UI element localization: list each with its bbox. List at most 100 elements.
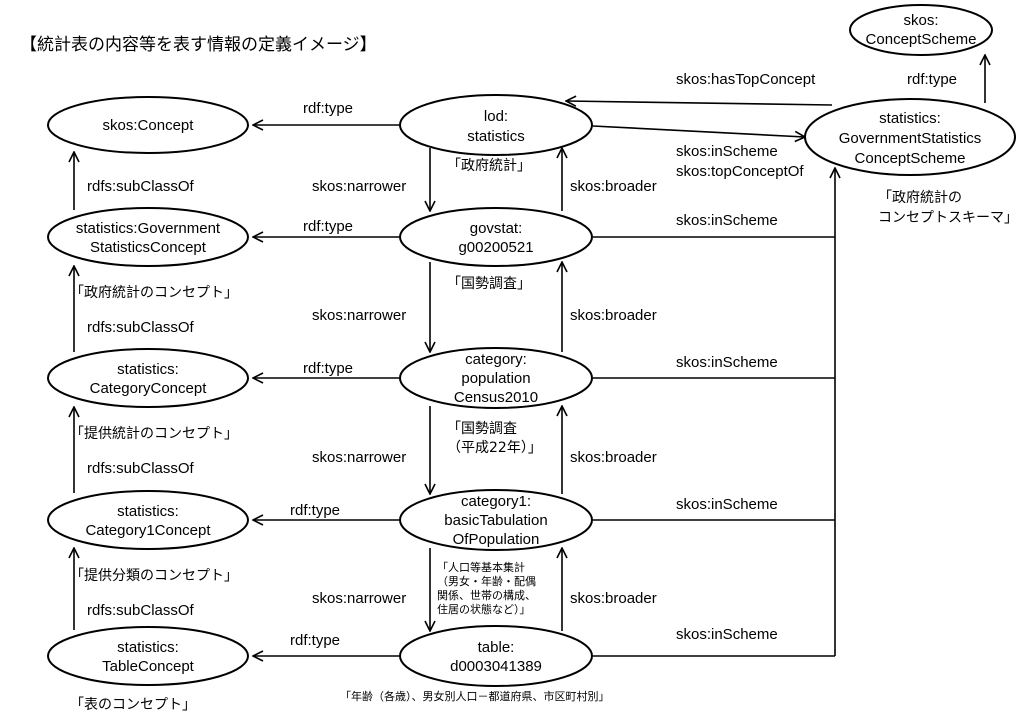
node-govstat xyxy=(399,207,593,267)
annotation-table: 「年齢（各歳）、男女別人口－都道府県、市区町村別」 xyxy=(340,689,610,703)
text-line: population xyxy=(461,370,530,387)
label-broader-2: skos:broader xyxy=(570,307,657,324)
label-subclass-1: rdfs:subClassOf xyxy=(87,178,195,195)
edge-labels: skos:hasTopConcept rdf:type skos:inSchem… xyxy=(87,71,957,649)
label-narrower-3: skos:narrower xyxy=(312,449,406,466)
annotation-category: 「国勢調査 （平成22年）」 xyxy=(447,421,542,456)
text-line: Category1Concept xyxy=(85,522,211,539)
node-skos-concept-scheme xyxy=(849,4,993,56)
node-category xyxy=(399,347,593,409)
node-label-lod-statistics: lod: statistics xyxy=(467,108,525,145)
node-label-skos-concept-scheme: skos: ConceptScheme xyxy=(866,12,977,48)
edge-in-scheme-top-concept-of xyxy=(592,125,805,137)
node-table-concept xyxy=(47,626,249,686)
text-line: statistics: xyxy=(879,110,941,127)
node-lod-statistics xyxy=(399,94,593,156)
annotation-govstat: 「国勢調査」 xyxy=(447,276,531,292)
text-line: table: xyxy=(478,639,515,656)
annotation-category1-concept: 「提供分類のコンセプト」 xyxy=(70,568,238,584)
text-line: govstat: xyxy=(470,220,523,237)
text-line: 「政府統計の xyxy=(878,190,962,206)
edge-has-top-concept xyxy=(566,101,833,105)
label-in-scheme-category1: skos:inScheme xyxy=(676,496,778,513)
edges xyxy=(74,55,985,656)
text-line: ConceptScheme xyxy=(855,150,966,167)
label-broader-4: skos:broader xyxy=(570,590,657,607)
text-line: statistics: xyxy=(117,503,179,520)
node-label-table-concept: statistics: TableConcept xyxy=(102,639,195,675)
text-line: lod: xyxy=(484,108,508,125)
annotations: 「政府統計」 「政府統計のコンセプトスキーマ」 「政府統計のコンセプト」 「国勢… xyxy=(70,158,1018,713)
annotation-table-concept: 「表のコンセプト」 xyxy=(70,697,196,713)
label-narrower-1: skos:narrower xyxy=(312,178,406,195)
text-line: Census2010 xyxy=(454,389,538,406)
label-subclass-3: rdfs:subClassOf xyxy=(87,460,195,477)
label-has-top-concept: skos:hasTopConcept xyxy=(676,71,816,88)
text-line: ConceptScheme xyxy=(866,31,977,48)
text-line: StatisticsConcept xyxy=(90,239,207,256)
label-subclass-4: rdfs:subClassOf xyxy=(87,602,195,619)
text-line: g00200521 xyxy=(458,239,533,256)
text-line: TableConcept xyxy=(102,658,195,675)
text-line: skos:inScheme xyxy=(676,143,778,160)
text-line: 「国勢調査 xyxy=(447,421,517,437)
text-line: 関係、世帯の構成、 xyxy=(437,589,536,602)
node-label-table: table: d0003041389 xyxy=(450,639,542,675)
node-skos-concept xyxy=(47,96,249,154)
text-line: コンセプトスキーマ」 xyxy=(878,210,1018,226)
text-line: skos:Concept xyxy=(103,117,195,134)
annotation-lod-statistics: 「政府統計」 xyxy=(447,158,531,174)
annotation-gov-stat-concept: 「政府統計のコンセプト」 xyxy=(70,285,238,301)
text-line: skos:topConceptOf xyxy=(676,163,804,180)
text-line: skos: xyxy=(903,12,938,29)
label-narrower-2: skos:narrower xyxy=(312,307,406,324)
text-line: statistics: xyxy=(117,361,179,378)
annotation-category-concept: 「提供統計のコンセプト」 xyxy=(70,426,238,442)
text-line: CategoryConcept xyxy=(90,380,208,397)
text-line: （平成22年）」 xyxy=(447,440,542,456)
text-line: 住居の状態など）」 xyxy=(437,602,531,616)
node-label-govstat: govstat: g00200521 xyxy=(458,220,533,256)
node-labels: skos: ConceptScheme skos:Concept lod: stat… xyxy=(76,12,981,675)
text-line: （男女・年齢・配偶 xyxy=(437,574,536,588)
text-line: d0003041389 xyxy=(450,658,542,675)
label-in-scheme-govstat: skos:inScheme xyxy=(676,212,778,229)
label-scheme-rdf-type: rdf:type xyxy=(907,71,957,88)
label-broader-1: skos:broader xyxy=(570,178,657,195)
node-category1-concept xyxy=(47,490,249,550)
text-line: category: xyxy=(465,351,527,368)
node-gov-stat-concept xyxy=(47,207,249,267)
text-line: category1: xyxy=(461,493,531,510)
label-rdf-type-table: rdf:type xyxy=(290,632,340,649)
node-label-category-concept: statistics: CategoryConcept xyxy=(90,361,208,397)
text-line: statistics xyxy=(467,128,525,145)
text-line: OfPopulation xyxy=(453,531,540,548)
node-category-concept xyxy=(47,348,249,408)
label-rdf-type-lod: rdf:type xyxy=(303,100,353,117)
label-rdf-type-govstat: rdf:type xyxy=(303,218,353,235)
label-in-scheme-category: skos:inScheme xyxy=(676,354,778,371)
node-label-skos-concept: skos:Concept xyxy=(103,117,195,134)
text-line: GovernmentStatistics xyxy=(839,130,982,147)
annotation-category1: 「人口等基本集計（男女・年齢・配偶関係、世帯の構成、住居の状態など）」 xyxy=(437,560,536,616)
label-broader-3: skos:broader xyxy=(570,449,657,466)
node-label-category1-concept: statistics: Category1Concept xyxy=(85,503,211,539)
node-category1 xyxy=(399,489,593,551)
annotation-gov-stat-concept-scheme: 「政府統計のコンセプトスキーマ」 xyxy=(878,190,1018,226)
label-rdf-type-category1: rdf:type xyxy=(290,502,340,519)
label-in-scheme-top-concept-of: skos:inScheme skos:topConceptOf xyxy=(676,143,804,180)
text-line: basicTabulation xyxy=(444,512,547,529)
text-line: statistics: xyxy=(117,639,179,656)
text-line: statistics:Government xyxy=(76,220,221,237)
text-line: 「人口等基本集計 xyxy=(437,560,525,574)
nodes xyxy=(47,4,1016,687)
label-narrower-4: skos:narrower xyxy=(312,590,406,607)
label-subclass-2: rdfs:subClassOf xyxy=(87,319,195,336)
node-table xyxy=(399,625,593,687)
node-gov-stat-concept-scheme xyxy=(804,98,1016,176)
